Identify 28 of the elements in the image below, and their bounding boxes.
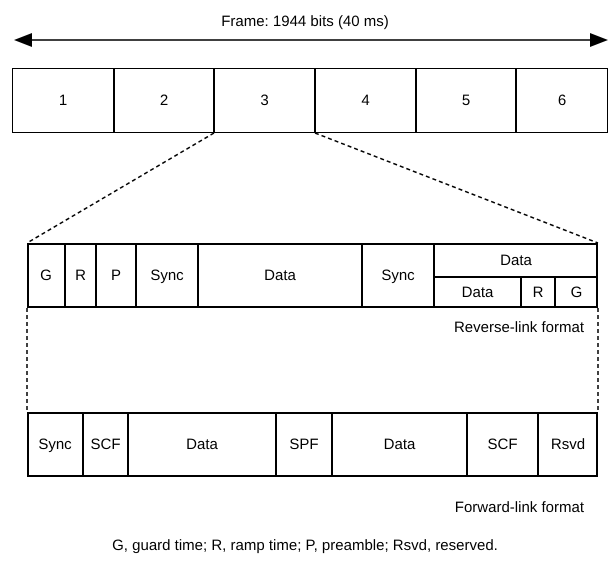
field-cell: 3 (214, 68, 315, 133)
field-cell: SPF (276, 412, 332, 477)
field-cell: P (96, 243, 136, 308)
expansion-line (26, 308, 28, 412)
field-cell: Data (434, 243, 598, 277)
field-cell: G (555, 277, 598, 308)
expansion-line (314, 132, 598, 244)
field-cell: 6 (516, 68, 608, 133)
field-cell: 4 (315, 68, 416, 133)
field-cell: 5 (416, 68, 516, 133)
field-cell: 1 (12, 68, 114, 133)
field-cell: Sync (136, 243, 198, 308)
field-cell: Sync (362, 243, 434, 308)
frame-row (27, 412, 598, 477)
format-label: Forward-link format (454, 500, 584, 515)
field-cell: 2 (114, 68, 214, 133)
expansion-line (597, 308, 599, 412)
field-cell: SCF (83, 412, 128, 477)
frame-row (27, 243, 598, 308)
field-cell: SCF (467, 412, 538, 477)
expansion-line (26, 132, 214, 244)
field-cell: R (521, 277, 555, 308)
format-label: Reverse-link format (454, 320, 584, 335)
field-cell: Data (128, 412, 276, 477)
field-cell: Data (434, 277, 521, 308)
field-cell: Data (198, 243, 362, 308)
field-cell: R (65, 243, 96, 308)
field-cell: Data (332, 412, 467, 477)
